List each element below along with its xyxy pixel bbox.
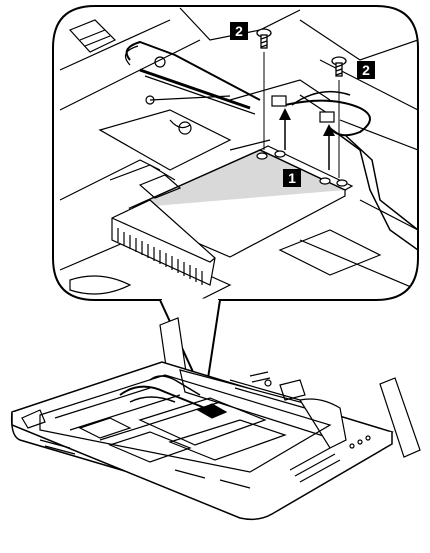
- zoom-bubble: [52, 5, 419, 402]
- callout-1: 1: [283, 169, 301, 187]
- callout-2-right: 2: [357, 61, 375, 79]
- screw-left-icon: [256, 28, 272, 49]
- screw-right-icon: [331, 56, 347, 77]
- laptop-base-illustration: [10, 317, 421, 521]
- callout-2-left: 2: [230, 22, 248, 40]
